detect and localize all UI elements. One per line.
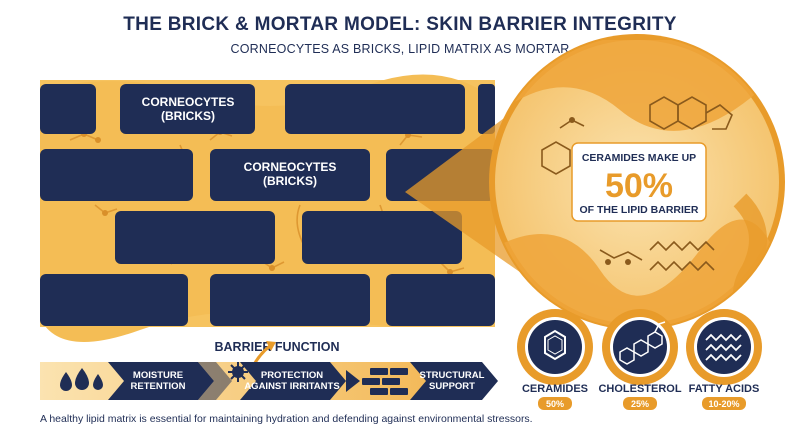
- component-percent-badge: [623, 397, 657, 410]
- brick: [285, 84, 465, 134]
- brick: [478, 84, 495, 134]
- page-subtitle: CORNEOCYTES AS BRICKS, LIPID MATRIX AS M…: [230, 42, 570, 56]
- component-name: CERAMIDES: [522, 383, 588, 395]
- brick-label-top: CORNEOCYTES(BRICKS): [142, 95, 235, 123]
- brick: [302, 211, 462, 264]
- hexagon-molecule-icon: [541, 141, 571, 175]
- component-cholesterol: [602, 309, 678, 385]
- callout-line2: OF THE LIPID BARRIER: [579, 204, 698, 216]
- brick: [386, 274, 495, 326]
- brick: [120, 84, 255, 134]
- flow-arrow-protection: [240, 362, 346, 400]
- barrier-function-flow: [40, 362, 498, 400]
- brick: [40, 274, 188, 326]
- brick: [210, 149, 370, 201]
- fatty-chain-squiggle: [649, 240, 715, 272]
- ceramides-callout-box: [571, 142, 707, 222]
- brick: [40, 84, 96, 134]
- component-fatty-acids: [686, 309, 762, 385]
- fatty-chains-icon: [705, 333, 742, 362]
- brick-label-middle: CORNEOCYTES(BRICKS): [244, 160, 337, 188]
- bricks-icon: [362, 368, 408, 395]
- water-drops-icon: [60, 368, 103, 391]
- brick: [40, 149, 193, 201]
- component-percent: 50%: [546, 399, 564, 409]
- component-name: FATTY ACIDS: [689, 383, 760, 395]
- flow-arrow-structural: [410, 362, 498, 400]
- steroid-structure-icon: [619, 321, 666, 365]
- germ-icon: [228, 362, 248, 382]
- zoom-circle: CERAMIDES MAKE UP 50% OF THE LIPID BARRI…: [489, 34, 785, 330]
- page-title: THE BRICK & MORTAR MODEL: SKIN BARRIER I…: [123, 14, 677, 35]
- component-name: CHOLESTEROL: [598, 383, 681, 395]
- flow-arrow-moisture: [108, 362, 214, 400]
- component-ceramides: [517, 309, 593, 385]
- benzene-ring-icon: [544, 329, 566, 361]
- callout-percent: 50%: [605, 167, 673, 205]
- callout-line1: CERAMIDES MAKE UP: [582, 152, 696, 164]
- footnote: A healthy lipid matrix is essential for …: [40, 413, 533, 425]
- component-percent: 25%: [631, 399, 649, 409]
- brick: [115, 211, 275, 264]
- barrier-function-title: BARRIER FUNCTION: [215, 340, 340, 354]
- component-percent-badge: [702, 397, 746, 410]
- component-percent-badge: [538, 397, 572, 410]
- brick: [210, 274, 370, 326]
- component-percent: 10-20%: [708, 399, 739, 409]
